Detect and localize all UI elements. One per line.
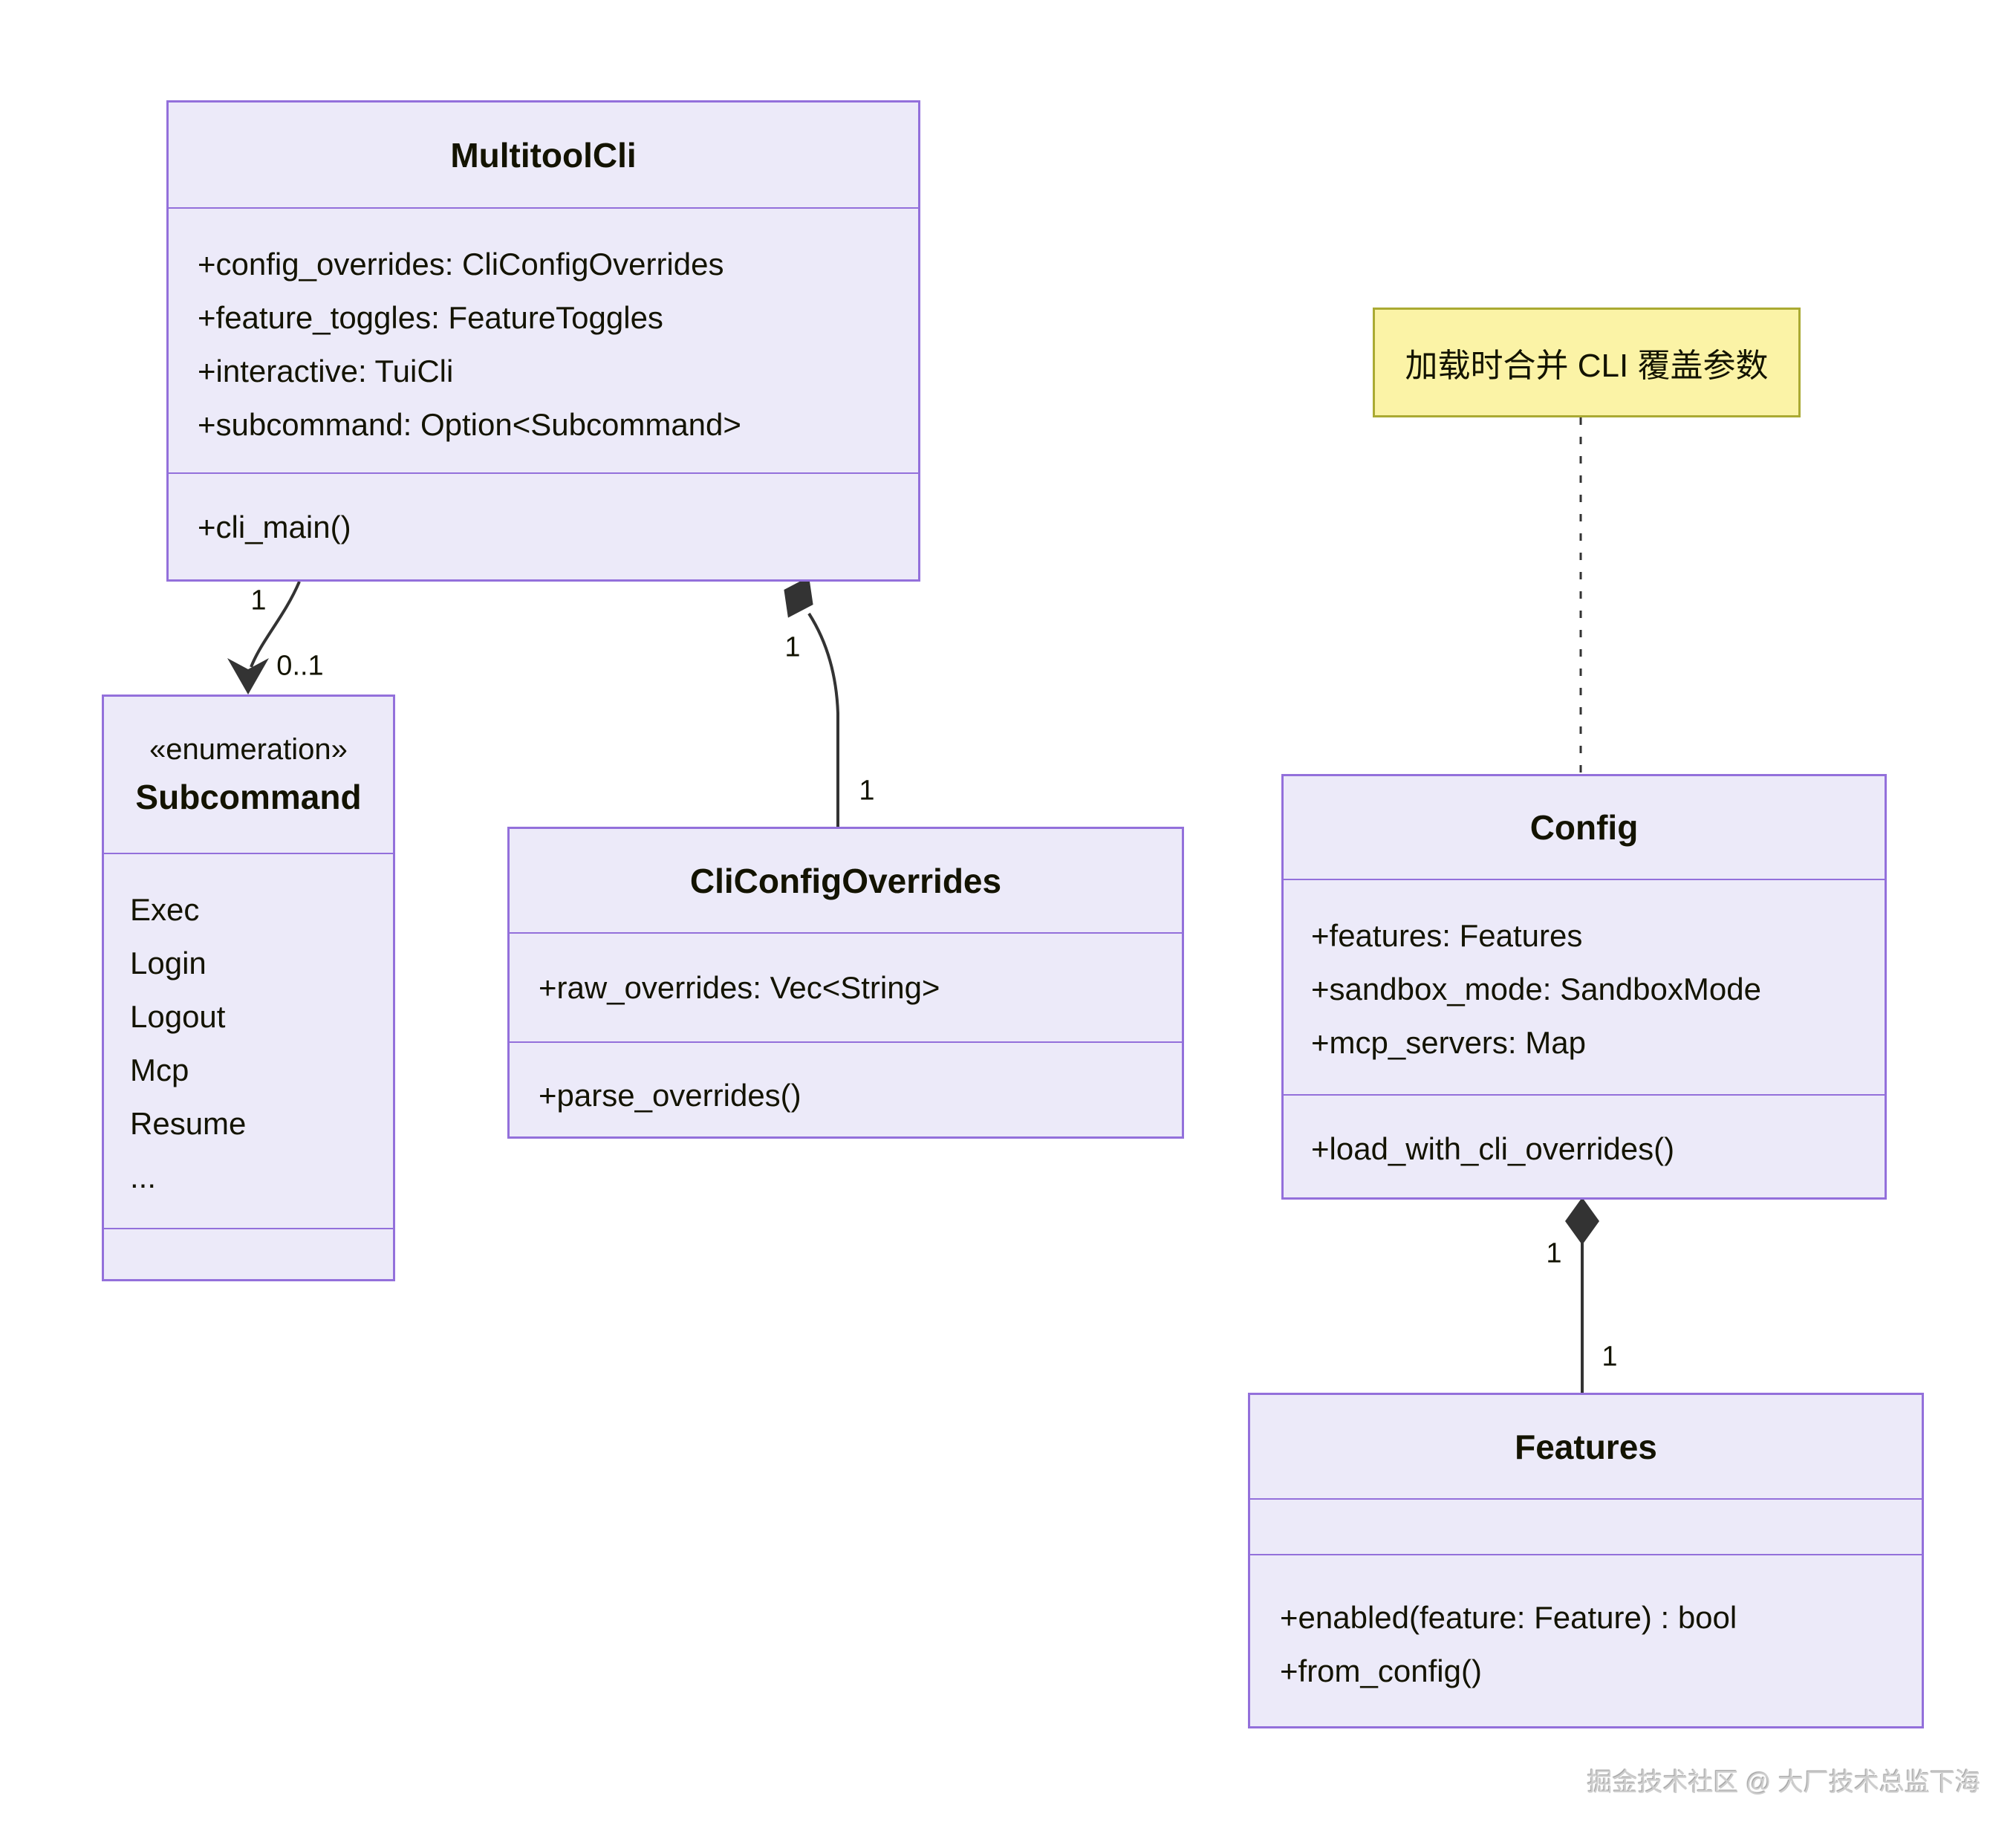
method: +from_config() bbox=[1280, 1653, 1482, 1688]
arrowhead-icon bbox=[227, 658, 269, 695]
watermark: 掘金技术社区 @ 大厂技术总监下海 bbox=[1587, 1769, 1980, 1797]
enum-item: ... bbox=[130, 1159, 157, 1194]
attribute: +features: Features bbox=[1311, 918, 1583, 953]
empty-attributes-section bbox=[1250, 1498, 1922, 1554]
edge-label-multitool-clioverrides-source: 1 bbox=[784, 631, 801, 663]
note-merge-cli-overrides: 加载时合并 CLI 覆盖参数 bbox=[1373, 308, 1801, 417]
attribute: +mcp_servers: Map bbox=[1311, 1025, 1586, 1060]
attribute: +interactive: TuiCli bbox=[198, 354, 454, 388]
enum-item: Logout bbox=[130, 999, 226, 1034]
empty-section bbox=[104, 1228, 393, 1279]
class-attributes: +config_overrides: CliConfigOverrides +f… bbox=[169, 207, 918, 472]
class-config: Config +features: Features +sandbox_mode… bbox=[1281, 774, 1887, 1200]
class-title: CliConfigOverrides bbox=[689, 861, 1002, 900]
attribute: +feature_toggles: FeatureToggles bbox=[198, 300, 663, 335]
class-cliconfigoverrides: CliConfigOverrides +raw_overrides: Vec<S… bbox=[507, 827, 1184, 1139]
class-title: MultitoolCli bbox=[450, 135, 637, 175]
class-attributes: +features: Features +sandbox_mode: Sandb… bbox=[1284, 879, 1885, 1094]
enum-item: Mcp bbox=[130, 1053, 189, 1087]
class-multitoolcli: MultitoolCli +config_overrides: CliConfi… bbox=[166, 100, 920, 582]
attribute: +config_overrides: CliConfigOverrides bbox=[198, 247, 724, 282]
class-header: «enumeration» Subcommand bbox=[104, 697, 393, 853]
class-features: Features +enabled(feature: Feature) : bo… bbox=[1248, 1393, 1924, 1728]
class-methods: +parse_overrides() bbox=[510, 1041, 1182, 1136]
attribute: +sandbox_mode: SandboxMode bbox=[1311, 972, 1761, 1006]
attribute: +raw_overrides: Vec<String> bbox=[539, 970, 940, 1005]
class-methods: +enabled(feature: Feature) : bool +from_… bbox=[1250, 1554, 1922, 1726]
enum-item: Resume bbox=[130, 1106, 247, 1141]
class-methods: +load_with_cli_overrides() bbox=[1284, 1094, 1885, 1197]
class-title: Features bbox=[1515, 1427, 1657, 1466]
edge-label-config-features-source: 1 bbox=[1546, 1237, 1562, 1269]
edge-label-multitool-clioverrides-target: 1 bbox=[859, 775, 875, 807]
enum-item: Login bbox=[130, 946, 207, 980]
class-attributes: +raw_overrides: Vec<String> bbox=[510, 932, 1182, 1041]
edge-label-multitool-subcommand-source: 1 bbox=[250, 585, 267, 617]
attribute: +subcommand: Option<Subcommand> bbox=[198, 407, 741, 442]
class-methods: +cli_main() bbox=[169, 472, 918, 579]
class-subcommand-enumeration: «enumeration» Subcommand Exec Login Logo… bbox=[102, 695, 395, 1281]
enum-items: Exec Login Logout Mcp Resume ... bbox=[104, 853, 393, 1228]
multitool-clioverrides-line bbox=[807, 612, 839, 827]
method: +parse_overrides() bbox=[539, 1078, 801, 1113]
edge-label-config-features-target: 1 bbox=[1602, 1341, 1618, 1373]
enum-item: Exec bbox=[130, 892, 200, 927]
method: +enabled(feature: Feature) : bool bbox=[1280, 1600, 1737, 1635]
method: +cli_main() bbox=[198, 510, 351, 544]
edge-label-multitool-subcommand-target: 0..1 bbox=[276, 650, 324, 682]
method: +load_with_cli_overrides() bbox=[1311, 1131, 1675, 1166]
class-title: Config bbox=[1529, 808, 1639, 847]
composition-diamond-icon bbox=[1565, 1197, 1599, 1245]
class-title: Subcommand bbox=[135, 777, 362, 816]
stereotype-label: «enumeration» bbox=[149, 732, 348, 766]
